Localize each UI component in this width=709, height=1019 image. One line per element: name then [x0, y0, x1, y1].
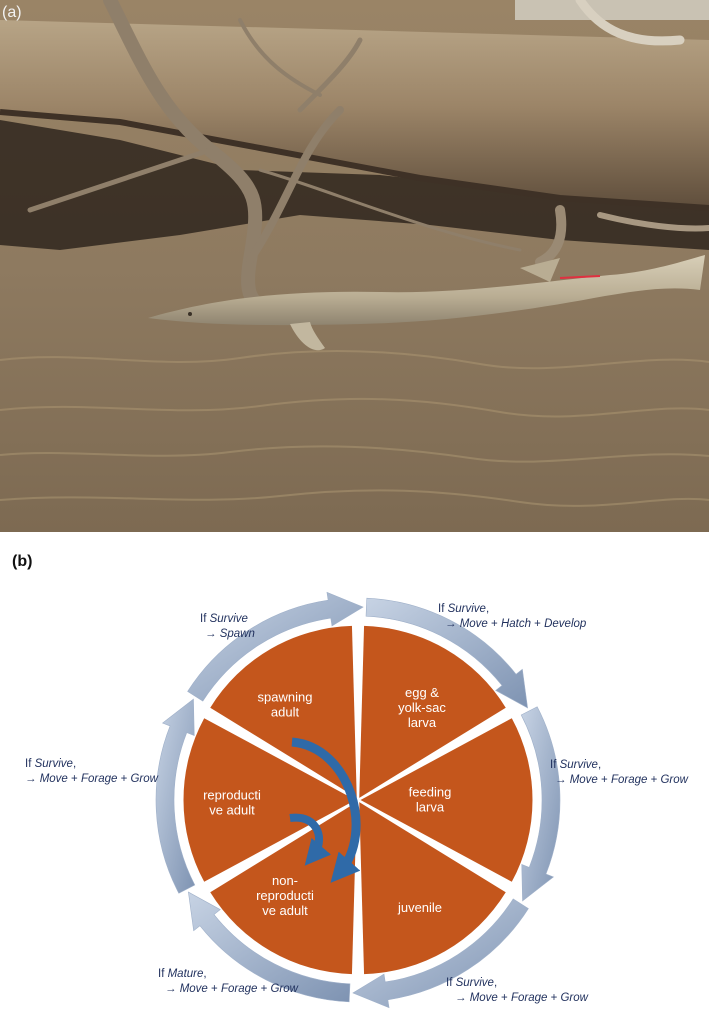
outer-arrow-juvenile: [352, 898, 529, 1009]
sturgeon-photo: (a): [0, 0, 709, 532]
segment-egg-yolk-sac-larva: [359, 625, 506, 798]
photo-illustration: [0, 0, 709, 532]
segment-reproductive-adult: [183, 718, 356, 882]
outer-arrow-reproductive-adult: [155, 698, 196, 894]
stage-label-juvenile: juvenile: [397, 900, 442, 915]
water-ripples: [0, 349, 709, 507]
shore-debris: [0, 120, 709, 250]
transition-label-grow-adult: If Survive,→ Move + Forage + Grow: [25, 758, 159, 785]
transition-label-grow-juvenile: If Survive,→ Move + Forage + Grow: [446, 977, 589, 1004]
segment-juvenile: [359, 802, 506, 975]
transition-label-spawn: If Survive→ Spawn: [200, 613, 255, 640]
transition-label-mature: If Mature,→ Move + Forage + Grow: [158, 968, 299, 995]
inner-arrow-to-reproductive: [289, 813, 332, 866]
segment-feeding-larva: [360, 718, 533, 882]
panel-label-a: (a): [2, 4, 22, 21]
outer-arrow-spawning-adult: [187, 591, 364, 702]
transition-label-grow-larva: If Survive,→ Move + Forage + Grow: [550, 759, 689, 786]
panel-label-b: (b): [12, 553, 33, 570]
outer-arrow-egg-yolk-sac-larva: [365, 597, 528, 709]
outer-arrow-non-reproductive-adult: [188, 891, 351, 1003]
log: [0, 20, 709, 210]
transition-label-hatch: If Survive,→ Move + Hatch + Develop: [438, 603, 587, 630]
outer-arrow-feeding-larva: [520, 706, 561, 902]
sturgeon: [148, 255, 705, 351]
inner-arrow-to-non-reproductive: [291, 737, 361, 883]
